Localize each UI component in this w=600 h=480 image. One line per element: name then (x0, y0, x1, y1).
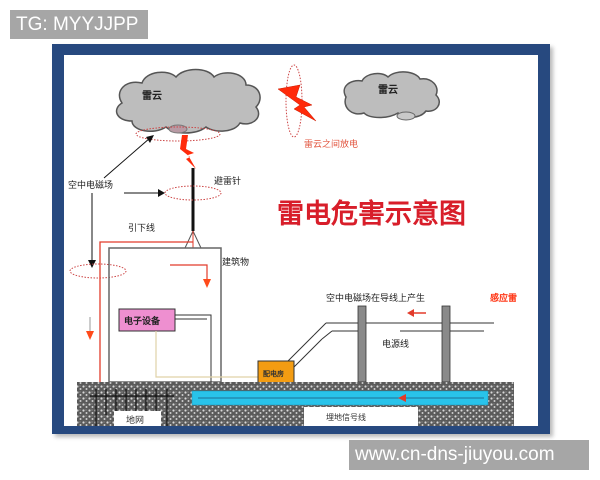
electronic-equipment-label: 电子设备 (124, 315, 161, 327)
air-em-field-label: 空中电磁场 (68, 179, 113, 191)
power-line-label: 电源线 (382, 338, 409, 350)
ground-grid (90, 389, 174, 426)
arrow-down-icon (88, 260, 96, 268)
diagram-canvas: 雷云 雷云 雷云之间放电 避雷针 (64, 55, 538, 426)
arrow-left-icon (407, 309, 414, 317)
strike-to-rod (135, 126, 221, 169)
diagram-title: 雷电危害示意图 (277, 198, 466, 230)
watermark-bottom: www.cn-dns-jiuyou.com (349, 440, 589, 470)
current-arrow-icon (86, 331, 94, 340)
signal-arrow-icon (398, 394, 406, 402)
diagram-frame: 雷云 雷云 雷云之间放电 避雷针 (52, 44, 550, 434)
cloud-right-label: 雷云 (378, 84, 398, 96)
distribution-room: 配电房 (257, 334, 323, 384)
lightning-rod-label: 避雷针 (214, 175, 241, 187)
building-label: 建筑物 (222, 256, 249, 268)
air-em-field: 空中电磁场 (68, 135, 165, 279)
cloud-left: 雷云 (115, 68, 261, 134)
cloud-right: 雷云 (343, 71, 440, 121)
electronic-equipment: 电子设备 (118, 308, 260, 397)
arrow-up-icon (146, 135, 154, 143)
power-line: 空中电磁场在导线上产生 感应雷 电源线 (313, 292, 517, 383)
lightning-rod: 避雷针 (164, 168, 241, 249)
down-conductor-label: 引下线 (128, 222, 155, 234)
inter-cloud-label: 雷云之间放电 (304, 138, 358, 150)
induced-lightning-highlight: 感应雷 (490, 292, 517, 304)
buried-signal-line-label: 埋地信号线 (326, 412, 366, 422)
distribution-room-label: 配电房 (263, 369, 284, 378)
watermark-top: TG: MYYJJPP (10, 10, 148, 39)
inter-cloud-lightning: 雷云之间放电 (277, 64, 358, 150)
arrow-right-icon (158, 189, 165, 197)
cloud-left-label: 雷云 (142, 90, 162, 102)
ground-grid-label: 地网 (126, 414, 144, 426)
ground: 埋地信号线 地网 (77, 382, 514, 426)
induced-lightning-prefix: 空中电磁场在导线上产生 (326, 292, 425, 304)
down-conductor: 引下线 (86, 222, 193, 390)
